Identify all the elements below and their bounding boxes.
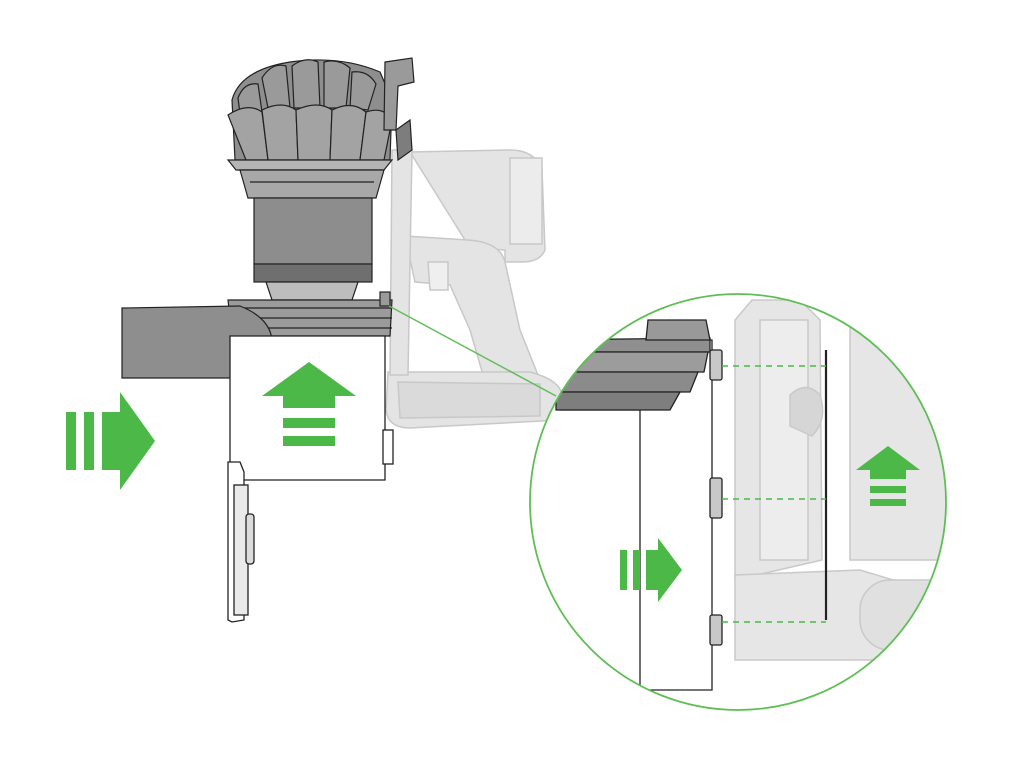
main-push-right-arrow-icon bbox=[66, 392, 155, 490]
cyclone-assembly bbox=[226, 57, 415, 337]
faded-dock-detail bbox=[734, 299, 946, 661]
detail-push-right-arrow-icon bbox=[620, 538, 682, 602]
main-lift-up-arrow-icon bbox=[262, 362, 356, 446]
detail-zoom-circle bbox=[529, 293, 947, 711]
faded-vacuum-body bbox=[385, 149, 563, 429]
detail-lift-up-arrow-icon bbox=[856, 446, 920, 506]
zoom-leader-line bbox=[388, 305, 557, 397]
